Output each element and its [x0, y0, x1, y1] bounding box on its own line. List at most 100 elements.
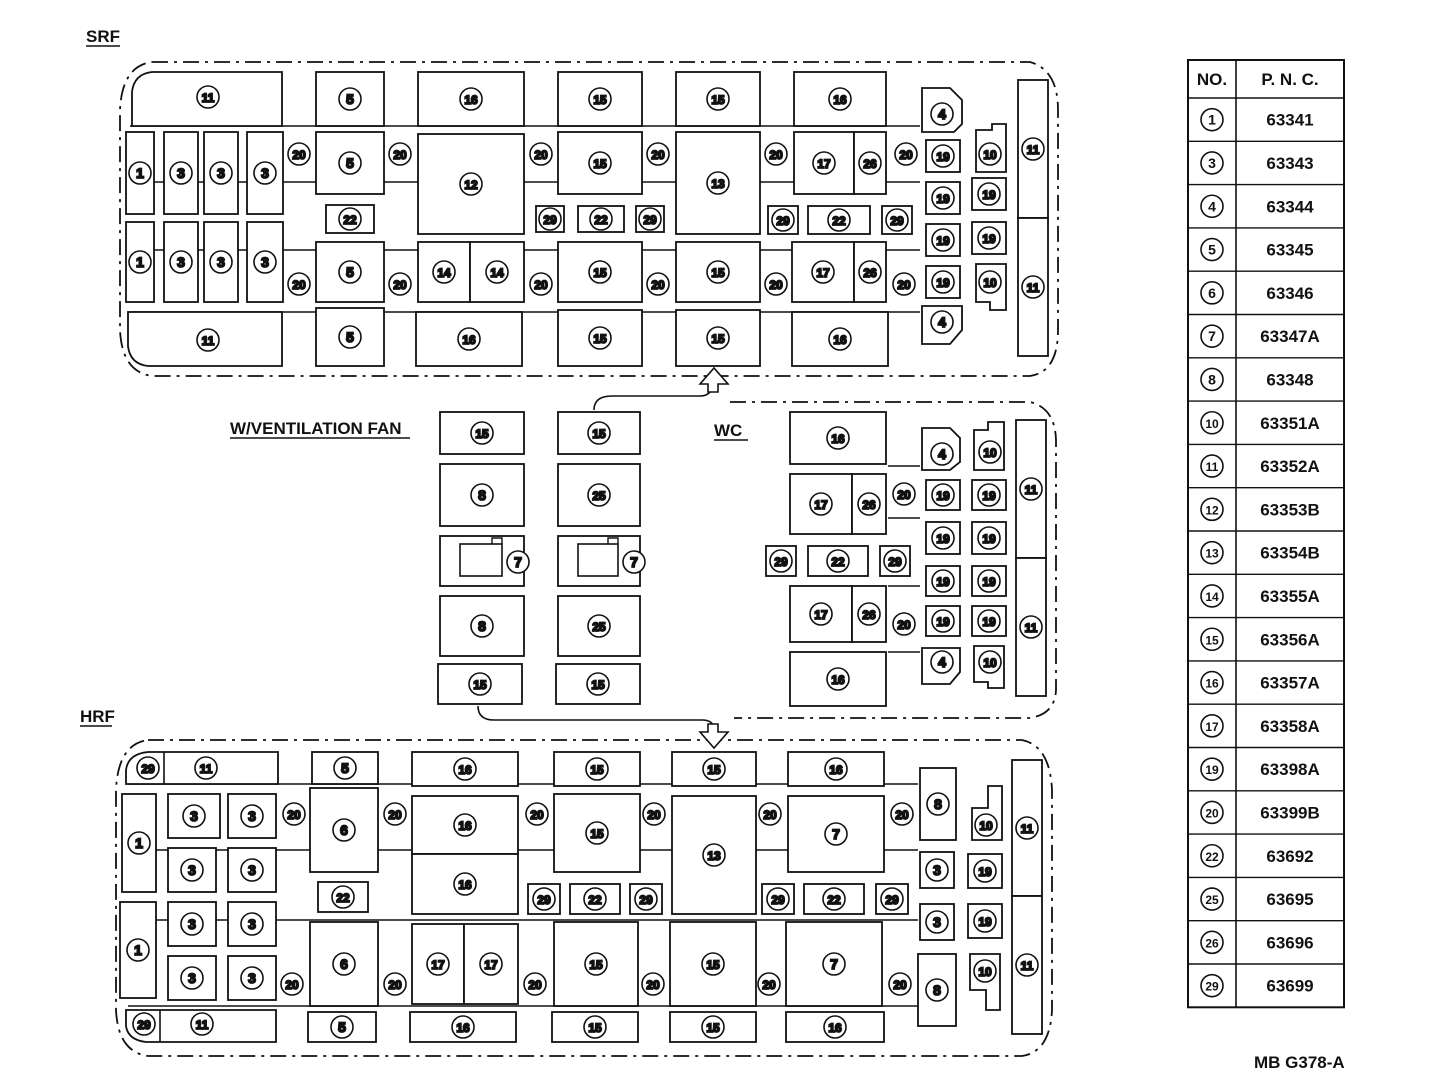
part-callout-20: 20	[287, 142, 311, 166]
part-callout-20: 20	[646, 142, 670, 166]
svg-text:4: 4	[938, 446, 946, 462]
svg-text:4: 4	[1208, 198, 1216, 214]
table-callout-25: 25	[1200, 887, 1224, 911]
part-box-22: 22	[317, 881, 369, 913]
svg-text:17: 17	[816, 266, 830, 280]
part-callout-20: 20	[525, 802, 549, 826]
svg-text:29: 29	[774, 555, 788, 569]
part-callout-15: 15	[706, 326, 730, 350]
svg-text:20: 20	[530, 808, 544, 822]
part-callout-10: 10	[978, 650, 1002, 674]
part-callout-11: 11	[194, 756, 218, 780]
table-header-no: NO.	[1197, 70, 1227, 89]
svg-text:11: 11	[202, 334, 215, 348]
part-box-15: 15	[671, 751, 757, 787]
part-box-15: 15	[669, 921, 757, 1007]
part-box-22: 22	[325, 204, 375, 234]
part-callout-16: 16	[459, 87, 483, 111]
part-callout-29: 29	[634, 887, 658, 911]
svg-text:16: 16	[462, 333, 476, 347]
table-pnc: 63341	[1266, 111, 1313, 130]
svg-text:11: 11	[1025, 483, 1038, 497]
part-callout-7: 7	[506, 550, 530, 574]
svg-text:16: 16	[1205, 677, 1219, 691]
svg-text:15: 15	[589, 958, 603, 972]
svg-text:3: 3	[177, 254, 185, 270]
svg-text:8: 8	[933, 982, 941, 998]
svg-text:19: 19	[936, 615, 950, 629]
svg-text:29: 29	[141, 762, 155, 776]
table-pnc: 63398A	[1260, 760, 1320, 779]
svg-text:5: 5	[338, 1019, 346, 1035]
part-callout-3: 3	[253, 250, 277, 274]
svg-text:19: 19	[936, 532, 950, 546]
part-callout-11: 11	[1021, 275, 1045, 299]
part-callout-3: 3	[240, 966, 264, 990]
part-callout-3: 3	[169, 161, 193, 185]
part-callout-13: 13	[702, 843, 726, 867]
svg-text:17: 17	[814, 498, 828, 512]
svg-text:29: 29	[888, 555, 902, 569]
part-box-19: 19	[971, 605, 1007, 637]
part-box-3: 3	[163, 221, 199, 303]
part-callout-20: 20	[892, 482, 916, 506]
table-callout-22: 22	[1200, 843, 1224, 868]
svg-text:12: 12	[1205, 503, 1219, 517]
svg-text:14: 14	[437, 266, 451, 280]
part-box-3: 3	[227, 901, 277, 947]
part-callout-3: 3	[253, 161, 277, 185]
part-callout-22: 22	[583, 887, 607, 911]
part-callout-15: 15	[706, 87, 730, 111]
part-callout-19: 19	[977, 609, 1001, 633]
part-box-16: 16	[409, 1011, 517, 1043]
svg-text:15: 15	[593, 332, 607, 346]
table-callout-7: 7	[1200, 324, 1224, 348]
svg-text:16: 16	[828, 1021, 842, 1035]
svg-text:19: 19	[936, 575, 950, 589]
part-box-16: 16	[411, 853, 519, 915]
svg-text:29: 29	[771, 893, 785, 907]
table-callout-16: 16	[1200, 670, 1224, 695]
part-callout-20: 20	[383, 802, 407, 826]
svg-text:15: 15	[711, 93, 725, 107]
svg-text:10: 10	[983, 656, 997, 670]
part-box-12: 12	[417, 133, 525, 235]
part-callout-3: 3	[240, 804, 264, 828]
svg-text:17: 17	[484, 958, 498, 972]
part-callout-26: 26	[857, 602, 881, 626]
label-srf: SRF	[86, 27, 120, 46]
svg-text:16: 16	[831, 673, 845, 687]
table-pnc: 63345	[1266, 241, 1313, 260]
part-box-11: 11	[1017, 79, 1049, 219]
part-callout-22: 22	[338, 207, 362, 231]
table-pnc: 63699	[1266, 977, 1313, 996]
svg-text:22: 22	[1205, 850, 1219, 864]
part-box-19: 19	[971, 479, 1007, 511]
svg-text:29: 29	[137, 1018, 151, 1032]
part-callout-20: 20	[280, 972, 304, 996]
part-box-15: 15	[437, 663, 523, 705]
svg-text:19: 19	[936, 276, 950, 290]
hrf-outline	[115, 739, 1053, 1057]
part-box-6: 6	[309, 921, 379, 1007]
svg-text:19: 19	[1205, 763, 1219, 777]
part-callout-19: 19	[973, 909, 997, 933]
part-box-5: 5	[311, 751, 379, 785]
table-callout-11: 11	[1200, 454, 1224, 478]
part-box-16: 16	[791, 311, 889, 367]
part-box-16: 16	[787, 751, 885, 787]
table-pnc: 63695	[1266, 890, 1313, 909]
part-box-7: 7	[787, 795, 885, 873]
part-callout-8: 8	[925, 978, 949, 1002]
part-box-29: 29	[765, 545, 797, 577]
part-callout-19: 19	[931, 144, 955, 168]
part-callout-19: 19	[977, 569, 1001, 593]
part-box-19: 19	[925, 265, 961, 299]
part-callout-3: 3	[925, 858, 949, 882]
svg-text:29: 29	[639, 893, 653, 907]
